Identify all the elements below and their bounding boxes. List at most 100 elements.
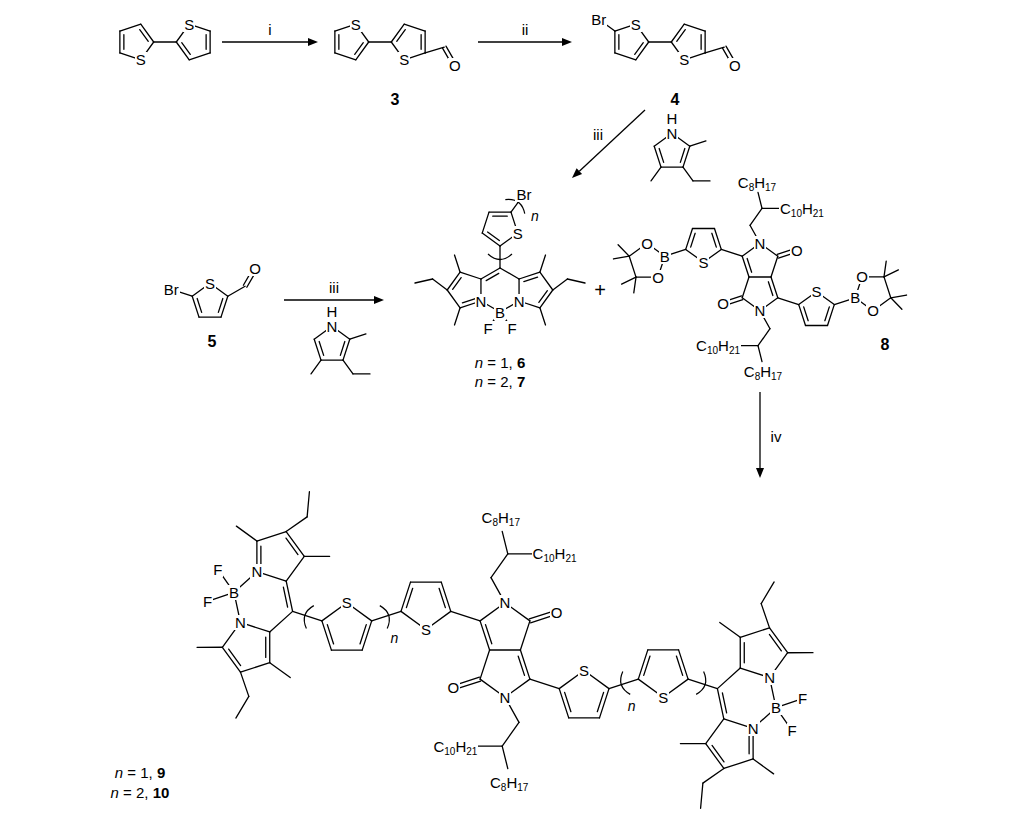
bond-line: [712, 745, 724, 761]
atom-label: O: [855, 269, 869, 284]
atom-label: N: [475, 294, 488, 309]
atom-label: O: [447, 680, 461, 695]
bond-line: [123, 35, 124, 50]
bond-line: [222, 647, 240, 672]
bond-line: [451, 611, 480, 621]
bond-line: [453, 278, 462, 290]
arrow-head: [374, 296, 384, 304]
bond-line: [649, 41, 672, 42]
atom-label: S: [135, 52, 147, 67]
bond-line: [676, 656, 682, 675]
bond-line: [236, 526, 256, 541]
reagent-label: iii: [328, 280, 340, 295]
bond-line: [884, 270, 898, 277]
bond-line: [618, 35, 619, 50]
bond-line: [307, 492, 309, 517]
bond-line: [154, 41, 177, 42]
bond-line: [480, 621, 490, 650]
bond-line: [502, 746, 508, 768]
bond-line: [369, 41, 392, 42]
bond-line: [524, 277, 538, 281]
bond-line: [439, 588, 445, 607]
bond-line: [321, 359, 343, 360]
compound-caption: n = 2, 7: [474, 374, 526, 389]
bond-line: [648, 649, 679, 650]
bond-line: [441, 582, 451, 611]
bond-line: [806, 325, 828, 326]
bond-line: [761, 582, 774, 604]
bond-line: [758, 329, 770, 346]
bond-line: [327, 625, 333, 644]
bond-line: [609, 679, 638, 689]
bond-line: [761, 604, 769, 628]
bond-line: [477, 746, 502, 747]
repeat-bracket: [696, 672, 706, 695]
bond-line: [340, 342, 344, 356]
bond-line: [286, 556, 304, 581]
atom-label: S: [350, 17, 362, 32]
bond-line: [338, 35, 339, 50]
bond-line: [447, 290, 460, 308]
atom-label: H: [326, 304, 339, 319]
bond-line: [744, 643, 745, 663]
bond-line: [768, 282, 772, 296]
bond-line: [661, 166, 683, 167]
bond-line: [455, 255, 461, 272]
bond-line: [638, 650, 648, 679]
compound-number: 4: [670, 92, 681, 108]
atom-label: S: [811, 284, 823, 299]
atom-label: F: [787, 723, 798, 738]
compound-caption: n = 1, 6: [474, 355, 526, 370]
atom-label: O: [448, 58, 462, 73]
bond-line: [197, 647, 222, 648]
bond-line: [753, 759, 773, 774]
atom-label: N: [763, 670, 776, 685]
atom-label: O: [248, 261, 262, 276]
arrow-shaft: [759, 392, 760, 468]
repeat-index: n: [627, 699, 637, 713]
bond-line: [567, 279, 585, 283]
bond-line: [599, 689, 609, 718]
bond-line: [455, 308, 461, 325]
atom-label: N: [666, 126, 679, 141]
bond-line: [722, 693, 726, 713]
atom-label: C8H17: [481, 510, 521, 525]
compound-number: 5: [207, 334, 218, 350]
bond-line: [293, 611, 322, 621]
bond-line: [680, 149, 684, 163]
bond-line: [706, 719, 724, 744]
atom-label: F: [202, 594, 213, 609]
atom-label: Br: [515, 187, 532, 202]
atom-label: S: [578, 663, 590, 678]
bond-line: [651, 167, 661, 181]
bond-line: [205, 35, 206, 50]
atom-label: B: [494, 305, 506, 320]
bond-line: [228, 286, 245, 296]
atom-label: S: [697, 255, 709, 270]
bond-line: [742, 277, 749, 298]
atom-label: C8H17: [489, 775, 529, 790]
bond-line: [520, 650, 530, 679]
atom-label: B: [770, 700, 782, 715]
bond-line: [762, 208, 780, 209]
atom-label: C8H17: [743, 364, 783, 379]
atom-label: O: [651, 270, 665, 285]
bond-line: [331, 650, 362, 651]
atom-label: N: [250, 564, 263, 579]
bond-line: [240, 672, 248, 696]
bond-line: [350, 334, 366, 339]
bond-line: [530, 679, 559, 689]
bond-line: [690, 141, 706, 146]
bond-line: [319, 342, 323, 356]
reagent-label: iii: [592, 127, 604, 142]
bond-line: [748, 734, 749, 754]
bond-line: [659, 149, 663, 163]
bond-line: [486, 273, 499, 280]
bond-line: [747, 258, 751, 272]
bond-line: [622, 277, 636, 284]
arrow-shaft: [579, 110, 645, 171]
bond-line: [693, 228, 715, 229]
bond-line: [424, 31, 425, 53]
bond-line: [182, 43, 191, 55]
